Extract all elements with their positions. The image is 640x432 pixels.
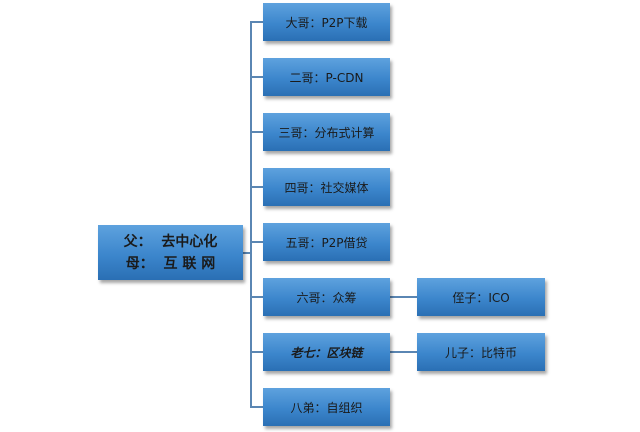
branch-connector (251, 21, 263, 23)
root-node: 父： 去中心化 母： 互 联 网 (98, 225, 243, 280)
son-connector (390, 351, 417, 353)
nephew-connector (390, 296, 417, 298)
child-node-4: 四哥：社交媒体 (263, 168, 390, 206)
branch-connector (251, 131, 263, 133)
branch-connector (251, 76, 263, 78)
branch-connector (251, 406, 263, 408)
grandchild-node-bitcoin: 儿子：比特币 (417, 333, 545, 371)
branch-connector (251, 241, 263, 243)
child-node-8: 八弟：自组织 (263, 388, 390, 426)
root-mother-label: 母： 互 联 网 (125, 255, 216, 272)
grandchild-node-ico: 侄子：ICO (417, 278, 545, 316)
child-node-6: 六哥：众筹 (263, 278, 390, 316)
child-node-1: 大哥：P2P下载 (263, 3, 390, 41)
child-node-5: 五哥：P2P借贷 (263, 223, 390, 261)
root-connector (243, 252, 251, 254)
child-node-7-blockchain: 老七：区块链 (263, 333, 390, 371)
branch-connector (251, 296, 263, 298)
branch-connector (251, 186, 263, 188)
trunk-connector (250, 21, 252, 408)
child-node-3: 三哥：分布式计算 (263, 113, 390, 151)
branch-connector (251, 351, 263, 353)
root-father-label: 父： 去中心化 (123, 233, 218, 250)
child-node-2: 二哥：P-CDN (263, 58, 390, 96)
